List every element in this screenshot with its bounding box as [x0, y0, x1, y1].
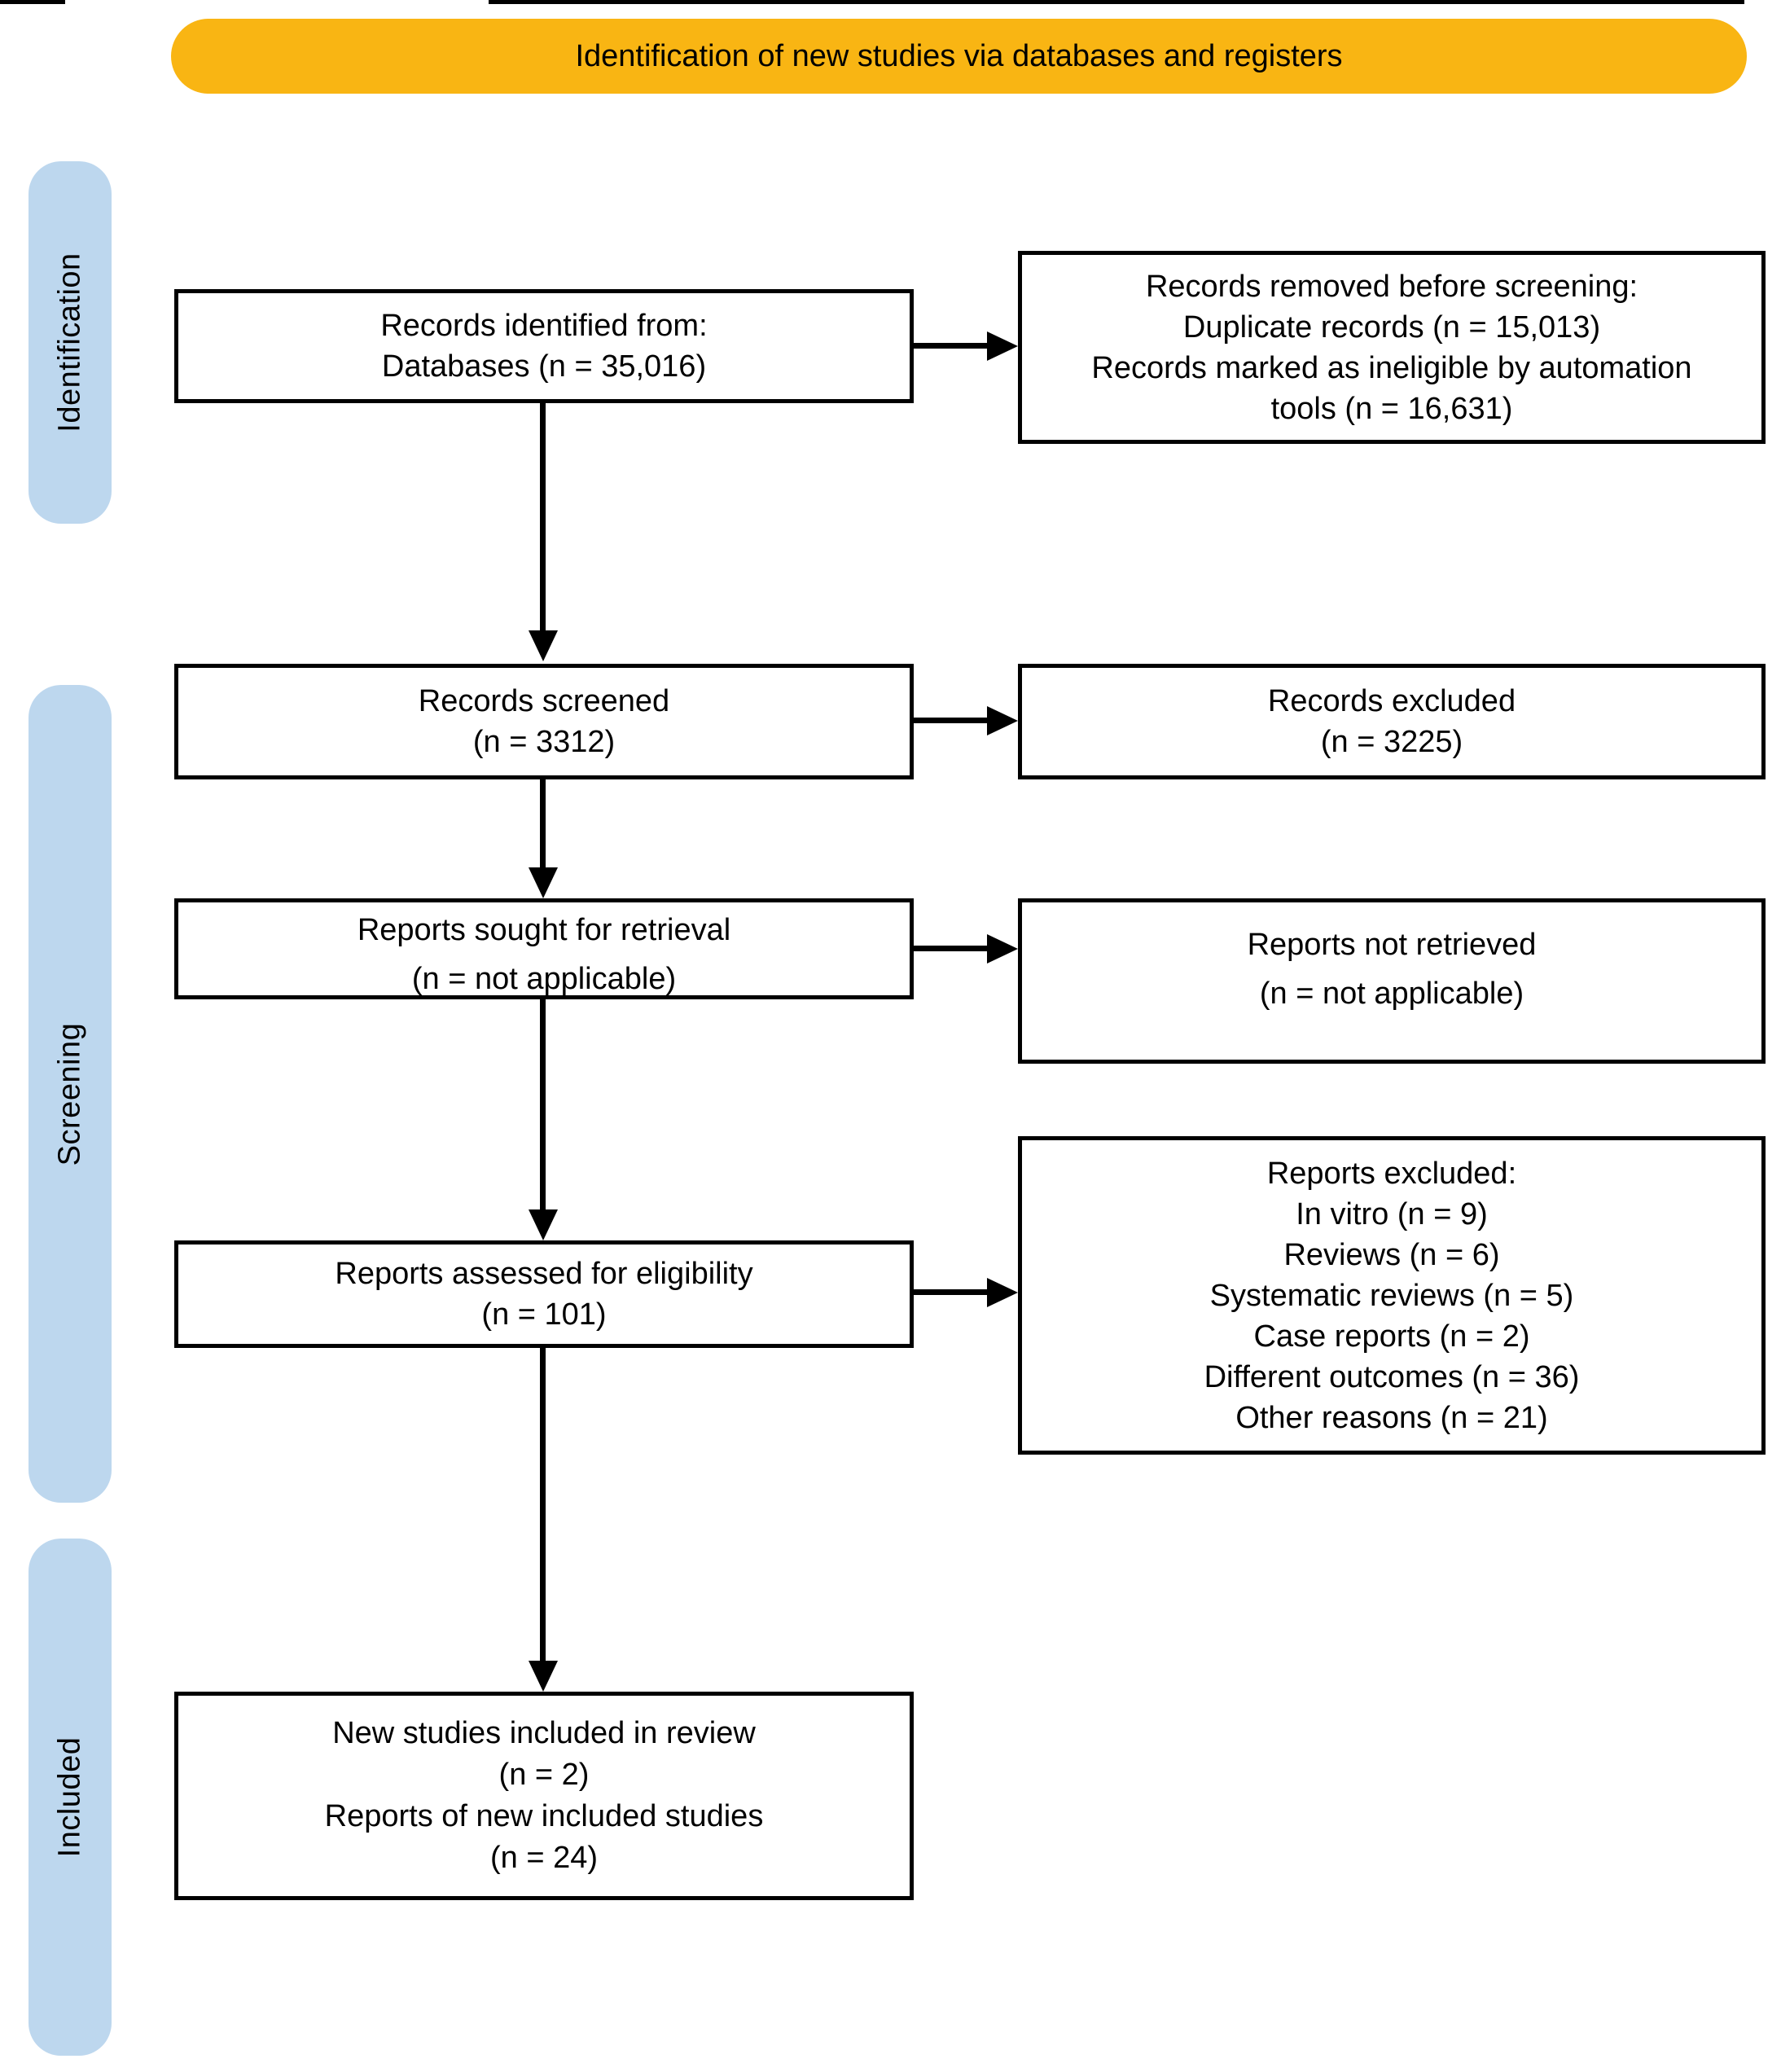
stage-label-included: Included: [52, 1736, 87, 1858]
arrow-right-sought-to-not-retrieved: [914, 946, 987, 951]
stage-label-identification: Identification: [52, 252, 87, 432]
box-line: Records removed before screening:: [1145, 269, 1638, 304]
banner-title-text: Identification of new studies via databa…: [575, 38, 1343, 73]
box-line: (n = 101): [481, 1297, 607, 1332]
box-records-identified: Records identified from: Databases (n = …: [174, 289, 914, 403]
box-line: Systematic reviews (n = 5): [1209, 1278, 1574, 1313]
box-line: (n = 2): [498, 1758, 590, 1792]
box-records-excluded: Records excluded (n = 3225): [1018, 664, 1766, 779]
box-line: New studies included in review: [332, 1716, 756, 1750]
box-reports-assessed: Reports assessed for eligibility (n = 10…: [174, 1240, 914, 1348]
box-line: (n = 3312): [472, 725, 616, 759]
box-line: Different outcomes (n = 36): [1204, 1359, 1580, 1394]
box-line: Reports sought for retrieval: [357, 913, 731, 947]
box-line: Case reports (n = 2): [1253, 1319, 1530, 1354]
box-reports-sought: Reports sought for retrieval (n = not ap…: [174, 898, 914, 999]
stage-pill-screening: Screening: [29, 685, 112, 1503]
box-line: (n = 24): [489, 1841, 599, 1875]
box-records-screened: Records screened (n = 3312): [174, 664, 914, 779]
box-line: Reports excluded:: [1266, 1156, 1517, 1191]
box-line: Duplicate records (n = 15,013): [1182, 309, 1601, 345]
box-line: Records screened: [418, 684, 670, 718]
box-reports-excluded: Reports excluded: In vitro (n = 9) Revie…: [1018, 1136, 1766, 1455]
box-line: Reviews (n = 6): [1283, 1237, 1500, 1272]
box-line: In vitro (n = 9): [1296, 1196, 1488, 1231]
box-line: Reports assessed for eligibility: [335, 1257, 753, 1291]
arrow-down-identified-to-screened: [540, 403, 546, 630]
arrow-right-assessed-to-reports-excluded: [914, 1289, 987, 1295]
stage-pill-identification: Identification: [29, 161, 112, 524]
box-line: Records excluded: [1267, 684, 1516, 718]
box-line: Reports not retrieved: [1247, 928, 1537, 962]
arrow-down-assessed-to-included: [540, 1348, 546, 1661]
box-line: (n = not applicable): [411, 962, 677, 996]
box-new-studies-included: New studies included in review (n = 2) R…: [174, 1692, 914, 1900]
box-line: tools (n = 16,631): [1270, 391, 1513, 426]
box-reports-not-retrieved: Reports not retrieved (n = not applicabl…: [1018, 898, 1766, 1064]
box-line: Databases (n = 35,016): [381, 349, 707, 384]
scan-artifact-line-right: [489, 0, 1744, 4]
box-line: Records marked as ineligible by automati…: [1091, 350, 1692, 385]
box-line: (n = not applicable): [1259, 977, 1524, 1011]
scan-artifact-line-left: [0, 0, 65, 4]
arrow-down-sought-to-assessed: [540, 999, 546, 1209]
arrow-right-screened-to-excluded: [914, 718, 987, 723]
box-line: Other reasons (n = 21): [1235, 1400, 1548, 1435]
box-line: Reports of new included studies: [324, 1799, 764, 1833]
banner-title: Identification of new studies via databa…: [171, 19, 1747, 94]
box-records-removed: Records removed before screening: Duplic…: [1018, 251, 1766, 444]
arrow-right-identified-to-removed: [914, 343, 987, 349]
box-line: Records identified from:: [380, 309, 708, 343]
stage-label-screening: Screening: [52, 1022, 87, 1166]
stage-pill-included: Included: [29, 1539, 112, 2056]
arrow-down-screened-to-sought: [540, 779, 546, 867]
box-line: (n = 3225): [1320, 725, 1463, 759]
